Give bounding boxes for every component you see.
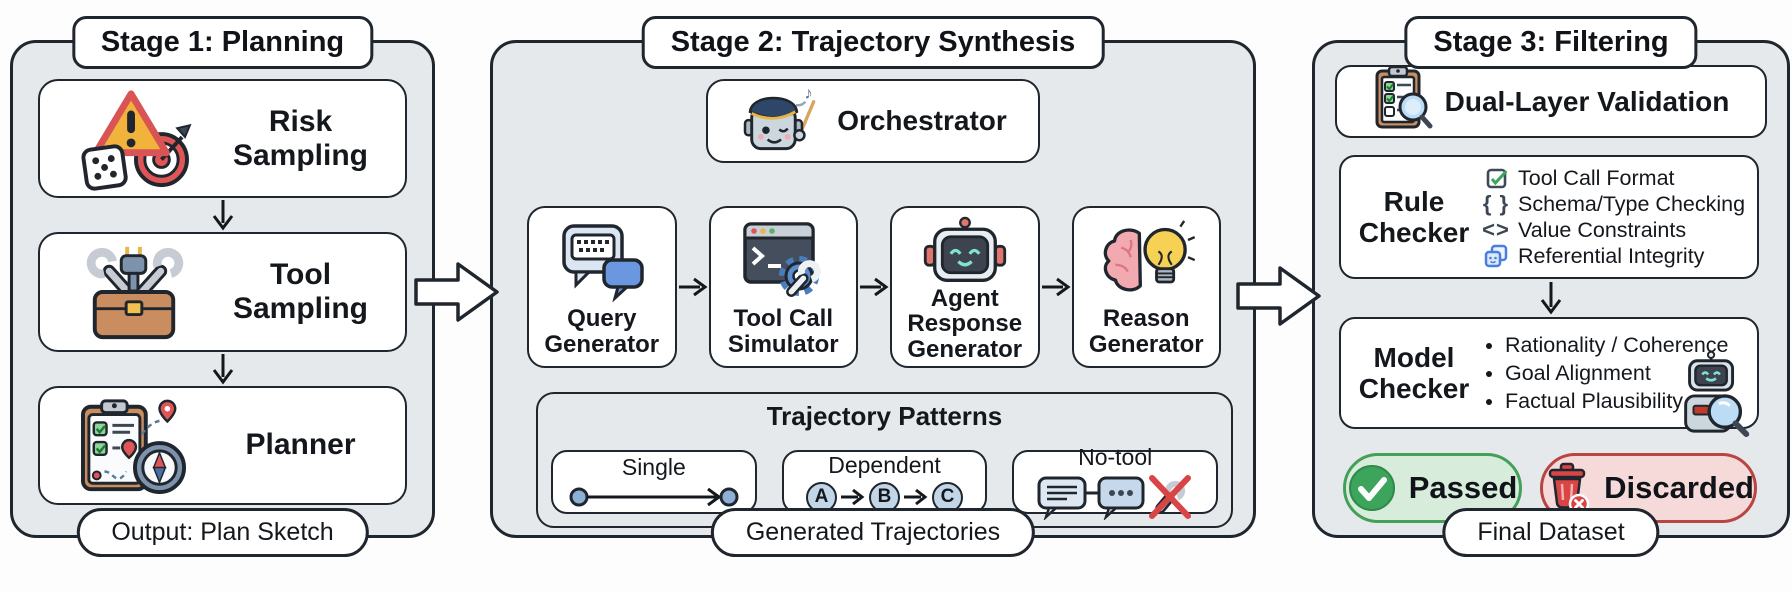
passed-label: Passed [1408, 470, 1518, 505]
rule-item-text: Value Constraints [1518, 217, 1687, 242]
chat-keyboard-icon [556, 216, 648, 306]
risk-sampling-label: Risk Sampling [232, 104, 368, 172]
rule-checker-label: Rule Checker [1358, 185, 1470, 248]
rule-checker-box: Rule Checker Tool Call Format { } Schema… [1339, 155, 1759, 279]
right-arrow-icon [677, 206, 709, 368]
down-arrow-icon [38, 352, 407, 386]
braces-icon: { } [1482, 191, 1510, 216]
check-circle-icon [1348, 464, 1396, 512]
rule-checker-items: Tool Call Format { } Schema/Type Checkin… [1481, 165, 1747, 269]
tool-sampling-box: Tool Sampling [38, 232, 407, 352]
tool-call-simulator-label: Tool Call Simulator [727, 305, 839, 358]
stage3-title: Stage 3: Filtering [1404, 16, 1698, 69]
down-arrow-icon [1539, 281, 1563, 315]
stage2-output-pill: Generated Trajectories [710, 508, 1036, 557]
single-pattern-box: Single [551, 450, 757, 514]
music-note-glyph: ♪ [805, 85, 813, 102]
trajectory-patterns-title: Trajectory Patterns [766, 401, 1003, 431]
tool-sampling-icon [58, 241, 210, 343]
robot-magnifier-icon [1673, 351, 1755, 437]
rule-item: Referential Integrity [1481, 243, 1747, 269]
model-checker-label: Model Checker [1358, 341, 1470, 404]
stage2-to-stage3-arrow-icon [1236, 265, 1322, 327]
down-arrow-icon [38, 198, 407, 232]
agent-response-generator-box: Agent Response Generator [890, 206, 1040, 368]
rule-item: <> Value Constraints [1481, 217, 1747, 243]
risk-sampling-box: Risk Sampling [38, 79, 407, 199]
dual-layer-validation-box: Dual-Layer Validation [1335, 65, 1767, 138]
generator-row: Query Generator [527, 206, 1221, 368]
orchestrator-box: ♪ Orchestrator [706, 79, 1040, 163]
right-arrow-icon [841, 488, 865, 506]
right-arrow-icon [904, 488, 928, 506]
passed-badge: Passed [1343, 453, 1523, 523]
stage1-output-pill: Output: Plan Sketch [76, 508, 369, 557]
stage3-panel: Stage 3: Filtering [1312, 16, 1790, 557]
dependent-pattern-label: Dependent [828, 451, 941, 478]
rule-item: { } Schema/Type Checking [1481, 191, 1747, 217]
result-row: Passed Discarded [1343, 453, 1757, 523]
right-arrow-icon [858, 206, 890, 368]
single-pattern-icon [568, 484, 740, 510]
rule-item: Tool Call Format [1481, 165, 1747, 191]
stage1-panel: Stage 1: Planning [10, 16, 435, 557]
no-tool-pattern-label: No-tool [1078, 444, 1153, 470]
stage1-body: Risk Sampling [38, 79, 407, 505]
risk-sampling-icon [58, 87, 210, 191]
dependent-pattern-box: Dependent A B C [781, 450, 988, 514]
patterns-row: Single Dependent A [551, 444, 1219, 520]
reason-generator-label: Reason Generator [1088, 305, 1204, 358]
checkbox-check-icon [1481, 168, 1511, 189]
model-item: Rationality / Coherence [1505, 331, 1728, 359]
single-pattern-label: Single [621, 454, 686, 480]
dual-layer-validation-label: Dual-Layer Validation [1444, 85, 1730, 117]
agent-robot-icon [922, 216, 1008, 286]
linked-squares-icon [1481, 244, 1511, 268]
clipboard-magnifier-icon [1373, 63, 1433, 131]
stage1-to-stage2-arrow-icon [414, 261, 500, 323]
angle-brackets-icon: <> [1482, 217, 1510, 242]
terminal-tool-icon [737, 216, 829, 306]
model-checker-items: Rationality / Coherence Goal Alignment F… [1481, 331, 1728, 415]
query-generator-box: Query Generator [527, 206, 677, 368]
tool-sampling-label: Tool Sampling [232, 257, 368, 325]
model-checker-box: Model Checker Rationality / Coherence Go… [1339, 317, 1759, 437]
conductor-robot-icon: ♪ [739, 85, 823, 157]
discarded-label: Discarded [1604, 470, 1754, 505]
stage2-panel: Stage 2: Trajectory Synthesis ♪ [490, 16, 1256, 557]
agent-response-generator-label: Agent Response Generator [907, 285, 1023, 363]
right-arrow-icon [1040, 206, 1072, 368]
stage1-title: Stage 1: Planning [71, 16, 374, 69]
stage3-output-pill: Final Dataset [1442, 508, 1660, 557]
no-tool-pattern-box: No-tool [1012, 444, 1219, 520]
planner-icon [58, 393, 210, 497]
rule-item-text: Schema/Type Checking [1518, 191, 1746, 216]
no-tool-pattern-icon [1037, 474, 1193, 520]
trajectory-patterns-panel: Trajectory Patterns Single Dependent [536, 392, 1233, 528]
orchestrator-label: Orchestrator [837, 105, 1007, 136]
stage2-title: Stage 2: Trajectory Synthesis [641, 16, 1105, 69]
planner-label: Planner [245, 428, 356, 462]
rule-item-text: Tool Call Format [1518, 165, 1675, 190]
trash-icon [1543, 462, 1591, 514]
reason-generator-box: Reason Generator [1071, 206, 1221, 368]
planner-box: Planner [38, 385, 407, 505]
rule-item-text: Referential Integrity [1518, 243, 1705, 268]
query-generator-label: Query Generator [544, 305, 660, 358]
model-item: Factual Plausibility [1505, 387, 1728, 415]
model-item: Goal Alignment [1505, 359, 1728, 387]
tool-call-simulator-box: Tool Call Simulator [708, 206, 858, 368]
brain-bulb-icon [1096, 216, 1196, 306]
